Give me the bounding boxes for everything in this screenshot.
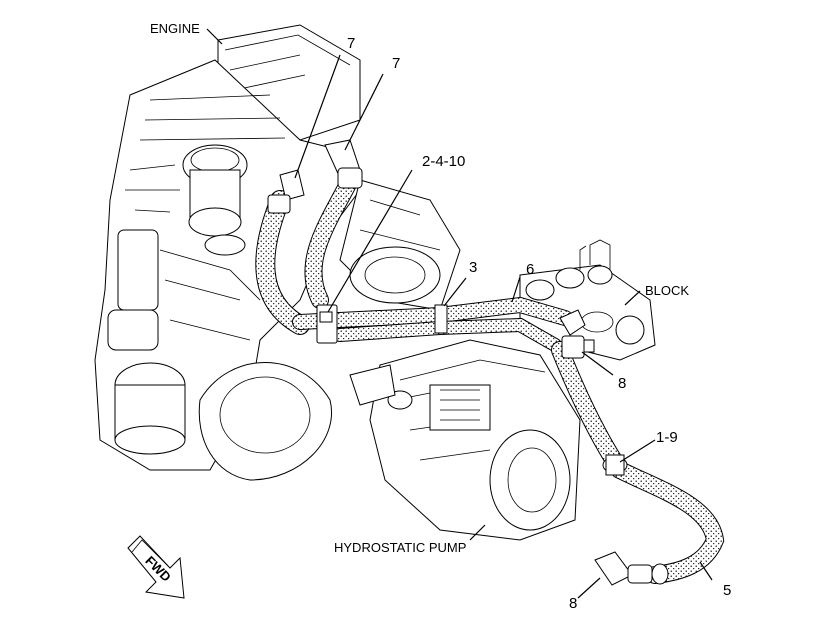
hydrostatic-pump-drawing xyxy=(349,339,581,541)
leader-lines xyxy=(206,28,713,599)
callout-8-upper: 8 xyxy=(618,375,626,392)
engine-label: ENGINE xyxy=(150,21,200,36)
callout-3: 3 xyxy=(469,259,477,276)
hydrostatic-pump-label: HYDROSTATIC PUMP xyxy=(334,540,466,555)
engine-drawing xyxy=(94,24,461,481)
callout-5: 5 xyxy=(723,582,731,599)
callout-6: 6 xyxy=(526,261,534,278)
callout-8-lower: 8 xyxy=(569,595,577,612)
hose-assemblies xyxy=(255,171,725,584)
labels: ENGINE BLOCK HYDROSTATIC PUMP 7 7 2-4-10… xyxy=(150,21,731,612)
block-label: BLOCK xyxy=(645,283,689,298)
callout-7-left: 7 xyxy=(347,35,355,52)
fwd-arrow-icon: FWD xyxy=(127,535,185,599)
callout-7-right: 7 xyxy=(392,55,400,72)
callout-1-9: 1-9 xyxy=(656,429,678,446)
fittings xyxy=(267,139,669,586)
callout-2-4-10: 2-4-10 xyxy=(422,153,465,170)
